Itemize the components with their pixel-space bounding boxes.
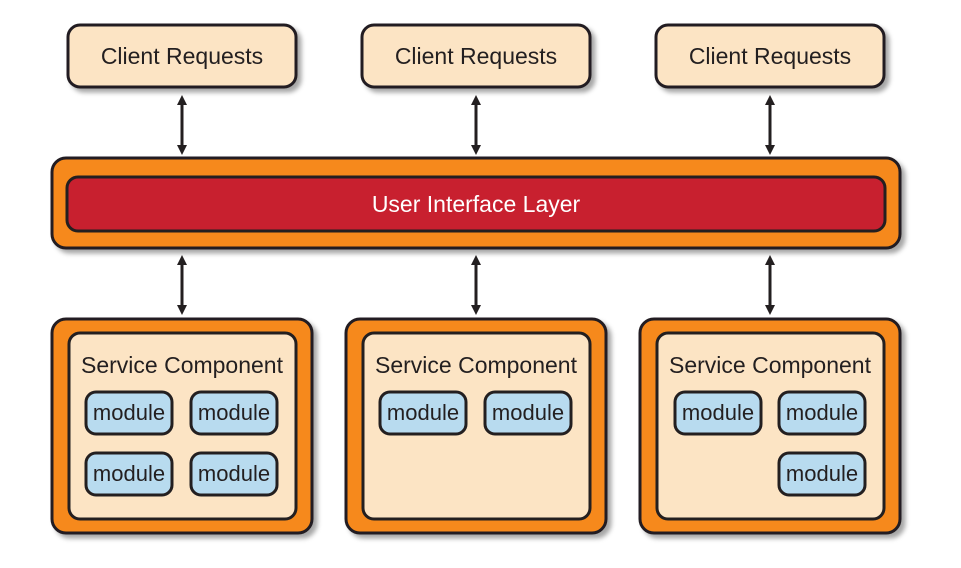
service-component-1: Service Component module module module m… [50,317,314,535]
arrows-bottom [177,255,775,315]
module-box: module [84,451,174,497]
module-label: module [387,400,459,425]
module-label: module [93,461,165,486]
module-box: module [189,390,279,436]
client-request-label: Client Requests [689,43,851,69]
module-box: module [777,390,867,436]
service-component-2: Service Component module module [344,317,608,535]
client-request-box-2: Client Requests [360,23,592,89]
ui-layer-label: User Interface Layer [372,191,581,217]
client-request-label: Client Requests [395,43,557,69]
client-request-box-3: Client Requests [654,23,886,89]
client-request-box-1: Client Requests [66,23,298,89]
module-label: module [198,400,270,425]
module-label: module [492,400,564,425]
module-label: module [198,461,270,486]
module-label: module [93,400,165,425]
module-box: module [777,451,867,497]
module-box: module [673,390,763,436]
module-label: module [786,400,858,425]
module-box: module [84,390,174,436]
user-interface-layer: User Interface Layer [50,156,902,250]
module-label: module [786,461,858,486]
client-request-label: Client Requests [101,43,263,69]
module-box: module [189,451,279,497]
service-component-3: Service Component module module module [638,317,902,535]
module-box: module [483,390,573,436]
service-component-title: Service Component [669,352,872,378]
service-component-title: Service Component [81,352,284,378]
module-box: module [378,390,468,436]
service-component-title: Service Component [375,352,578,378]
arrows-top [177,95,775,155]
module-label: module [682,400,754,425]
